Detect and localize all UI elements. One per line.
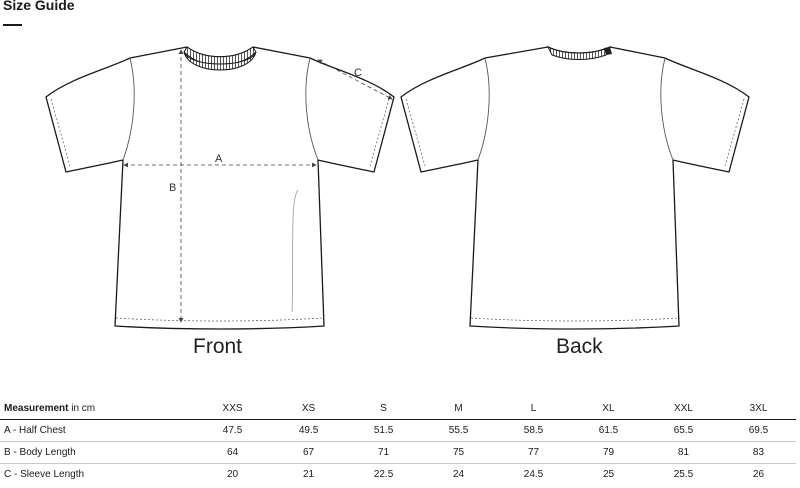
table-cell: 25.5 [673, 469, 694, 480]
table-cell: 61.5 [571, 419, 646, 442]
table-row: B - Body Length 64 67 71 75 77 79 81 83 [0, 441, 796, 464]
size-header: L [496, 398, 572, 420]
table-row: A - Half Chest 47.5 49.5 51.5 55.5 58.5 … [0, 419, 796, 442]
table-cell: 20 [226, 469, 239, 480]
size-header: 3XL [720, 398, 796, 420]
table-cell: 22.5 [373, 469, 394, 480]
front-label: Front [193, 335, 243, 358]
table-cell: 51.5 [346, 419, 422, 442]
marker-a: A [215, 153, 223, 165]
table-cell: 58.5 [496, 419, 572, 442]
size-header: XS [271, 398, 347, 420]
size-header: S [346, 398, 422, 420]
table-cell: 75 [421, 441, 497, 464]
table-cell: 79 [571, 441, 646, 464]
table-cell: 55.5 [421, 419, 497, 442]
table-row: C - Sleeve Length 20 21 22.5 24 24.5 25 … [0, 464, 796, 486]
table-cell: 26 [752, 469, 765, 480]
table-cell: 21 [303, 469, 315, 480]
title-underline [3, 24, 22, 26]
back-label: Back [556, 335, 603, 358]
table-cell: 64 [194, 441, 272, 464]
row-label: C - Sleeve Length [4, 469, 85, 480]
measurement-header: Measurement in cm [0, 398, 194, 420]
marker-b: B [169, 182, 176, 194]
table-cell: 49.5 [271, 419, 347, 442]
size-header: XXL [646, 398, 721, 420]
row-label: B - Body Length [0, 441, 194, 464]
marker-c: C [354, 67, 362, 79]
tshirt-diagram: A B C [45, 45, 750, 330]
table-cell: 24 [452, 469, 465, 480]
table-cell: 67 [271, 441, 347, 464]
table-header-row: Measurement in cm XXS XS S M L XL XXL 3X… [0, 398, 796, 420]
unit-label: in cm [68, 403, 96, 414]
front-tshirt: A B C [45, 46, 395, 330]
table-cell: 81 [646, 441, 721, 464]
page-title: Size Guide [3, 0, 75, 13]
size-header: XL [571, 398, 646, 420]
table-cell: 25 [602, 469, 615, 480]
row-label: A - Half Chest [0, 419, 194, 442]
table-cell: 69.5 [720, 419, 796, 442]
back-tshirt [400, 45, 750, 330]
size-header: M [421, 398, 497, 420]
table-cell: 24.5 [523, 469, 544, 480]
table-cell: 71 [346, 441, 422, 464]
table-cell: 47.5 [194, 419, 272, 442]
table-cell: 65.5 [646, 419, 721, 442]
size-table: Measurement in cm XXS XS S M L XL XXL 3X… [0, 398, 796, 485]
table-cell: 83 [720, 441, 796, 464]
measurement-label: Measurement [4, 403, 69, 414]
table-cell: 77 [496, 441, 572, 464]
size-header: XXS [194, 398, 272, 420]
